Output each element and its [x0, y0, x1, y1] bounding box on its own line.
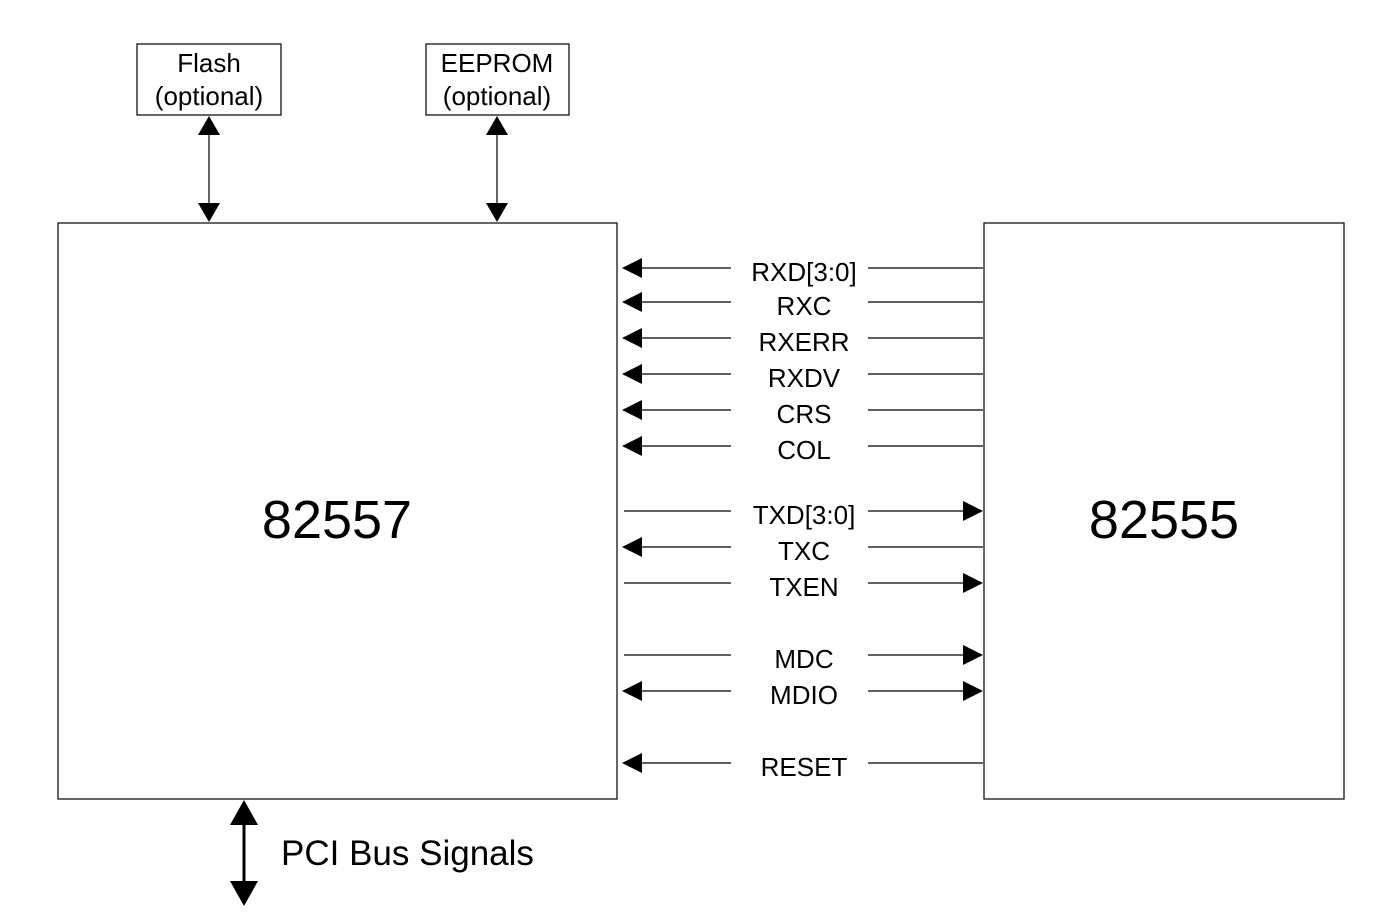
signal-label: TXD[3:0] — [753, 500, 856, 530]
signal-label: TXEN — [769, 572, 838, 602]
signal-txc-left-arrowhead — [622, 537, 642, 557]
signal-reset: RESET — [622, 752, 983, 782]
eeprom-optional-label: (optional) — [443, 81, 551, 111]
signal-mdio: MDIO — [622, 680, 983, 710]
signal-rxc: RXC — [622, 291, 983, 321]
signal-label: RESET — [761, 752, 848, 782]
chip-82555-label: 82555 — [1089, 490, 1239, 550]
signal-txd-3-0: TXD[3:0] — [624, 500, 983, 530]
signal-mdc-right-arrowhead — [963, 645, 983, 665]
signal-txen: TXEN — [624, 572, 983, 602]
signal-txd-3-0-right-arrowhead — [963, 501, 983, 521]
signal-label: RXD[3:0] — [751, 257, 857, 287]
signal-mdc: MDC — [624, 644, 983, 674]
eeprom-bus-arrow — [486, 116, 508, 222]
signal-label: TXC — [778, 536, 830, 566]
signal-label: RXC — [777, 291, 832, 321]
flash-block: Flash (optional) — [136, 43, 282, 116]
signal-txc: TXC — [622, 536, 983, 566]
eeprom-label: EEPROM — [441, 48, 554, 78]
signal-rxd-3-0-left-arrowhead — [622, 258, 642, 278]
signal-rxd-3-0: RXD[3:0] — [622, 257, 983, 287]
pci-bus-label: PCI Bus Signals — [281, 834, 534, 873]
signal-label: RXERR — [758, 327, 849, 357]
signal-txen-right-arrowhead — [963, 573, 983, 593]
signal-mdio-left-arrowhead — [622, 681, 642, 701]
signal-rxerr-left-arrowhead — [622, 328, 642, 348]
chip-82557-label: 82557 — [262, 490, 412, 550]
signal-label: CRS — [777, 399, 832, 429]
signal-rxdv: RXDV — [622, 363, 983, 393]
pci-bus-arrow — [230, 800, 258, 906]
flash-label: Flash — [177, 48, 241, 78]
chip-82555: 82555 — [983, 222, 1345, 800]
chip-82557: 82557 — [57, 222, 618, 800]
flash-bus-arrow — [198, 116, 220, 222]
signal-lines: RXD[3:0] RXC RXERR RXDV CRS COL TXD[3:0] TXC TXE… — [622, 257, 983, 782]
signal-crs-left-arrowhead — [622, 400, 642, 420]
signal-reset-left-arrowhead — [622, 753, 642, 773]
signal-crs: CRS — [622, 399, 983, 429]
signal-rxerr: RXERR — [622, 327, 983, 357]
flash-optional-label: (optional) — [155, 81, 263, 111]
signal-col-left-arrowhead — [622, 436, 642, 456]
eeprom-block: EEPROM (optional) — [425, 43, 570, 116]
signal-mdio-right-arrowhead — [963, 681, 983, 701]
signal-label: RXDV — [768, 363, 841, 393]
signal-col: COL — [622, 435, 983, 465]
signal-label: MDIO — [770, 680, 838, 710]
signal-label: MDC — [774, 644, 833, 674]
signal-rxdv-left-arrowhead — [622, 364, 642, 384]
signal-label: COL — [777, 435, 830, 465]
signal-rxc-left-arrowhead — [622, 292, 642, 312]
